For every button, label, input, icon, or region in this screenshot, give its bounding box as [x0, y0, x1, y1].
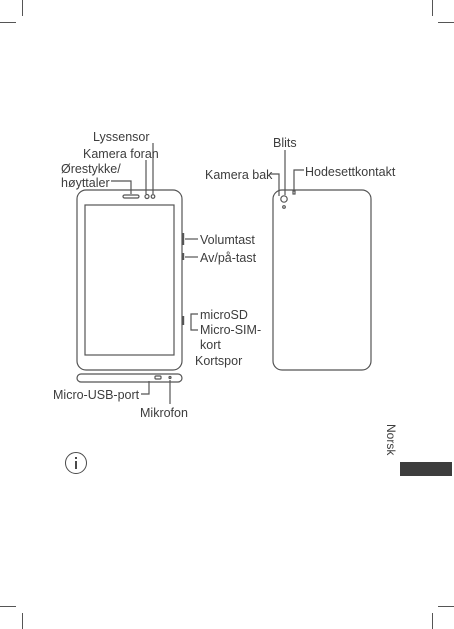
label-microphone: Mikrofon — [140, 406, 188, 420]
label-micro-sim-line2: kort — [200, 338, 221, 352]
label-rear-camera: Kamera bak — [205, 168, 273, 182]
leader-headset — [293, 169, 304, 191]
label-flash: Blits — [273, 136, 297, 150]
earpiece-slot — [122, 194, 140, 199]
headset-jack — [292, 190, 296, 195]
label-power-key: Av/på-tast — [200, 251, 257, 265]
leader-card — [190, 313, 198, 331]
label-volume-key: Volumtast — [200, 233, 255, 247]
tablet-bottom-edge — [76, 373, 183, 383]
label-card-slot: Kortspor — [195, 354, 243, 368]
crop-mark-bottom-right-h — [438, 606, 454, 607]
label-light-sensor: Lyssensor — [93, 130, 150, 144]
label-front-camera: Kamera foran — [83, 147, 159, 161]
crop-mark-top-right-v — [432, 0, 433, 16]
crop-mark-bottom-left-h — [0, 606, 16, 607]
flash-dot — [282, 205, 286, 209]
leader-rear-camera — [270, 173, 280, 196]
tablet-front-screen — [84, 204, 175, 356]
label-headset-jack: Hodesettkontakt — [305, 165, 396, 179]
crop-mark-top-right-h — [438, 22, 454, 23]
leader-usb — [141, 381, 150, 395]
tablet-back-body — [272, 189, 372, 371]
label-microsd: microSD — [200, 308, 248, 322]
front-camera-lens — [144, 193, 150, 200]
crop-mark-bottom-right-v — [432, 613, 433, 629]
micro-usb-port — [154, 375, 162, 380]
rear-camera-lens — [280, 195, 288, 203]
label-micro-sim-line1: Micro-SIM- — [200, 323, 262, 337]
label-micro-usb: Micro-USB-port — [53, 388, 140, 402]
info-icon — [65, 452, 87, 474]
crop-mark-bottom-left-v — [22, 613, 23, 629]
crop-mark-top-left-h — [0, 22, 16, 23]
light-sensor-dot — [150, 194, 156, 199]
microphone-hole — [168, 375, 172, 380]
language-tab-label: Norsk — [384, 424, 398, 456]
crop-mark-top-left-v — [22, 0, 23, 16]
label-earpiece-line1: Ørestykke/ — [61, 162, 121, 176]
language-tab — [400, 462, 452, 476]
tablet-front-body — [76, 189, 183, 371]
leader-earpiece — [111, 180, 132, 194]
label-earpiece-line2: høyttaler — [61, 176, 110, 190]
